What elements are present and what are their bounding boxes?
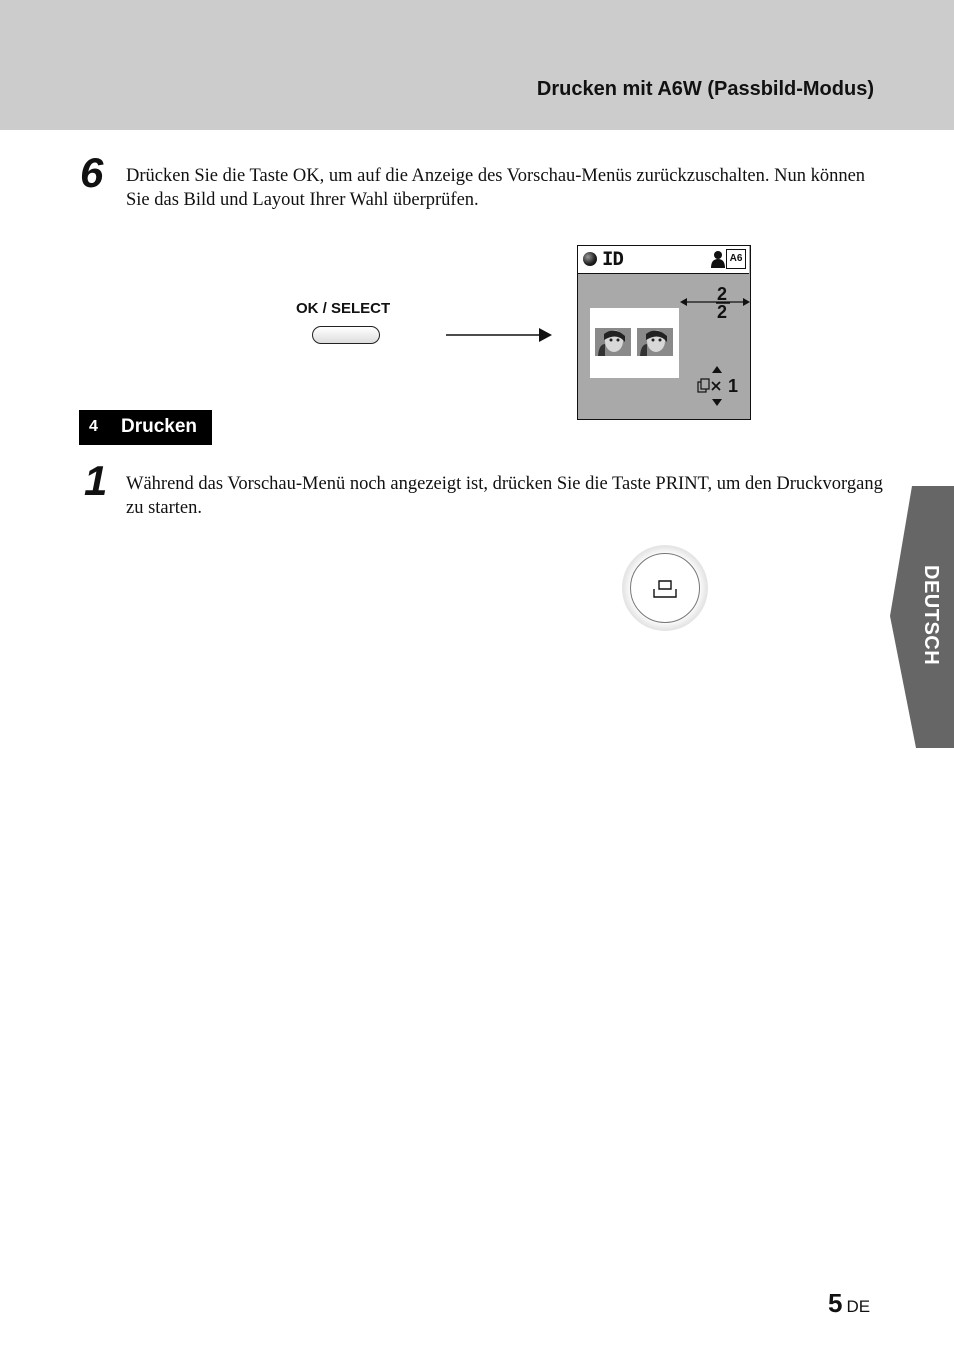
print-icon: [653, 580, 677, 598]
header-band: Drucken mit A6W (Passbild-Modus): [0, 0, 954, 130]
arrow-right-icon: [446, 328, 552, 342]
page-number-value: 5: [828, 1288, 843, 1318]
section-number: 4: [89, 418, 98, 435]
step-number-1: 1: [84, 457, 108, 504]
record-dot-icon: [583, 252, 597, 266]
language-side-tab: [890, 486, 954, 748]
paper-size-icon: A6: [726, 249, 746, 269]
lcd-preview-screen: ID A6: [577, 245, 751, 420]
left-right-arrow-icon: [680, 298, 750, 306]
step-6-text: Drücken Sie die Taste OK, um auf die Anz…: [126, 166, 866, 210]
copies-count: 1: [728, 376, 739, 396]
print-button-illustration: [622, 545, 708, 631]
language-tab-label: DEUTSCH: [920, 565, 942, 666]
copies-icon: [697, 366, 722, 406]
ok-select-label: OK / SELECT: [296, 300, 391, 317]
section-title: Drucken: [121, 416, 198, 437]
person-icon: [711, 251, 725, 268]
print-preview-area: [590, 308, 679, 378]
page-language-code: DE: [846, 1297, 871, 1316]
page-header-title: Drucken mit A6W (Passbild-Modus): [536, 78, 874, 100]
passport-photo-thumbnail: [595, 328, 631, 356]
step-number-6: 6: [80, 149, 104, 196]
passport-photo-thumbnail: [637, 328, 673, 356]
page-current: 2: [716, 284, 727, 304]
page-total: 2: [716, 302, 727, 322]
ok-select-button-illustration: [312, 326, 380, 344]
lcd-mode-label: ID: [602, 248, 624, 270]
step-1-text: Während das Vorschau-Menü noch angezeigt…: [126, 474, 883, 518]
lcd-status-bar: ID A6: [578, 246, 749, 274]
section-heading: 4 Drucken: [79, 410, 212, 445]
